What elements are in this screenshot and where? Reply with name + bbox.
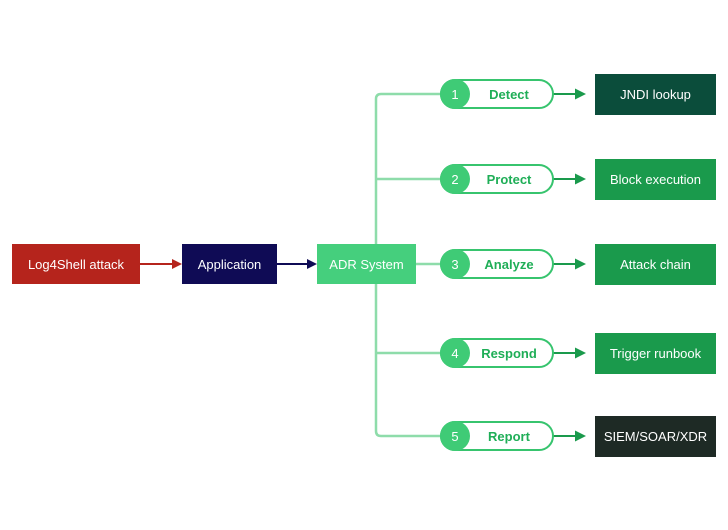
step-label: Report	[488, 428, 530, 444]
result-siem-soar-xdr: SIEM/SOAR/XDR	[595, 416, 716, 457]
adr-system-node: ADR System	[317, 244, 416, 284]
result-trigger-runbook: Trigger runbook	[595, 333, 716, 374]
result-label: Attack chain	[620, 257, 691, 272]
result-label: SIEM/SOAR/XDR	[603, 429, 708, 444]
step-number-badge: 3	[440, 249, 470, 279]
step-label: Respond	[481, 345, 537, 361]
step-number-badge: 4	[440, 338, 470, 368]
result-label: Trigger runbook	[609, 346, 702, 361]
step-number-badge: 5	[440, 421, 470, 451]
adr-system-label: ADR System	[329, 256, 404, 272]
step-number-badge: 2	[440, 164, 470, 194]
step-label: Analyze	[484, 256, 534, 272]
step-protect: 2 Protect	[440, 164, 554, 194]
log4shell-attack-node: Log4Shell attack	[12, 244, 140, 284]
log4shell-attack-label: Log4Shell attack	[27, 256, 125, 272]
step-detect: 1 Detect	[440, 79, 554, 109]
step-respond: 4 Respond	[440, 338, 554, 368]
result-jndi-lookup: JNDI lookup	[595, 74, 716, 115]
step-analyze: 3 Analyze	[440, 249, 554, 279]
result-label: JNDI lookup	[620, 87, 691, 102]
application-node: Application	[182, 244, 277, 284]
result-block-execution: Block execution	[595, 159, 716, 200]
step-label: Detect	[489, 86, 529, 102]
result-label: Block execution	[609, 172, 702, 187]
step-number-badge: 1	[440, 79, 470, 109]
result-attack-chain: Attack chain	[595, 244, 716, 285]
step-label: Protect	[486, 171, 532, 187]
application-label: Application	[197, 256, 262, 272]
step-report: 5 Report	[440, 421, 554, 451]
